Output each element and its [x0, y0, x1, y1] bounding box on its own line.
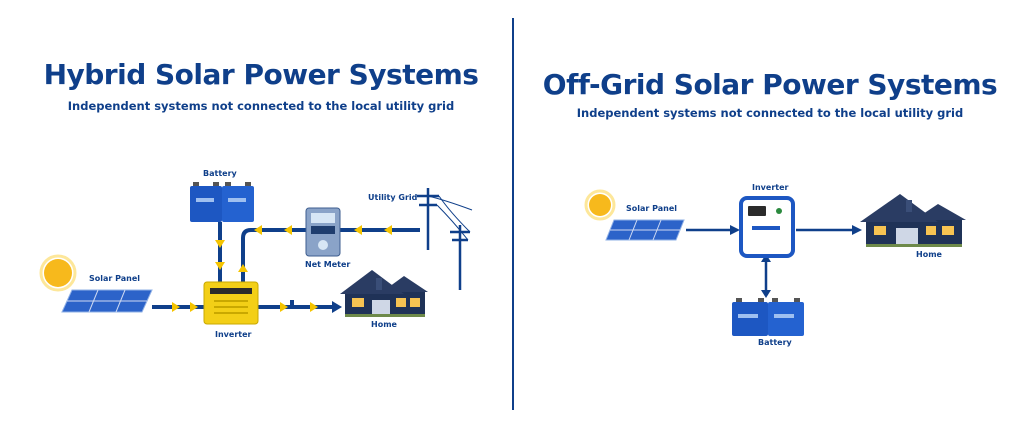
offgrid-flow-lines [686, 228, 854, 292]
house-icon [340, 270, 428, 317]
solar-panel-icon [605, 219, 685, 241]
hybrid-flow-arrows [172, 225, 392, 312]
offgrid-battery-label: Battery [758, 338, 792, 347]
hybrid-subtitle: Independent systems not connected to the… [67, 99, 455, 113]
hybrid-net-meter-label: Net Meter [305, 260, 351, 269]
offgrid-home-label: Home [916, 250, 942, 259]
net-meter-icon [305, 207, 341, 257]
hybrid-utility-grid-label: Utility Grid [368, 193, 418, 202]
inverter-icon [739, 196, 795, 258]
offgrid-diagram [584, 189, 966, 336]
section-divider [512, 18, 514, 410]
offgrid-arrowhead-inverter [730, 225, 740, 235]
hybrid-diagram [39, 182, 473, 325]
sun-icon [584, 189, 616, 221]
hybrid-inverter-label: Inverter [215, 330, 252, 339]
offgrid-solar-panel-label: Solar Panel [626, 204, 678, 213]
offgrid-subtitle: Independent systems not connected to the… [576, 106, 964, 120]
hybrid-title: Hybrid Solar Power Systems [43, 58, 479, 91]
offgrid-inverter-label: Inverter [752, 183, 789, 192]
battery-icon [732, 298, 804, 336]
hybrid-home-label: Home [371, 320, 397, 329]
house-icon [860, 194, 966, 247]
sun-icon [39, 254, 77, 292]
offgrid-title: Off-Grid Solar Power Systems [542, 68, 998, 101]
solar-panel-icon [61, 289, 153, 313]
hybrid-panel: Hybrid Solar Power Systems Independent s… [39, 58, 479, 339]
battery-icon [190, 182, 254, 222]
offgrid-arrowhead-home [852, 225, 862, 235]
hybrid-home-arrowhead [332, 301, 342, 313]
offgrid-arrowhead-down [761, 290, 771, 298]
hybrid-battery-label: Battery [203, 169, 237, 178]
inverter-icon [203, 281, 259, 325]
hybrid-solar-panel-label: Solar Panel [89, 274, 141, 283]
offgrid-panel: Off-Grid Solar Power Systems Independent… [514, 0, 1024, 427]
utility-pole-icon [417, 188, 473, 290]
